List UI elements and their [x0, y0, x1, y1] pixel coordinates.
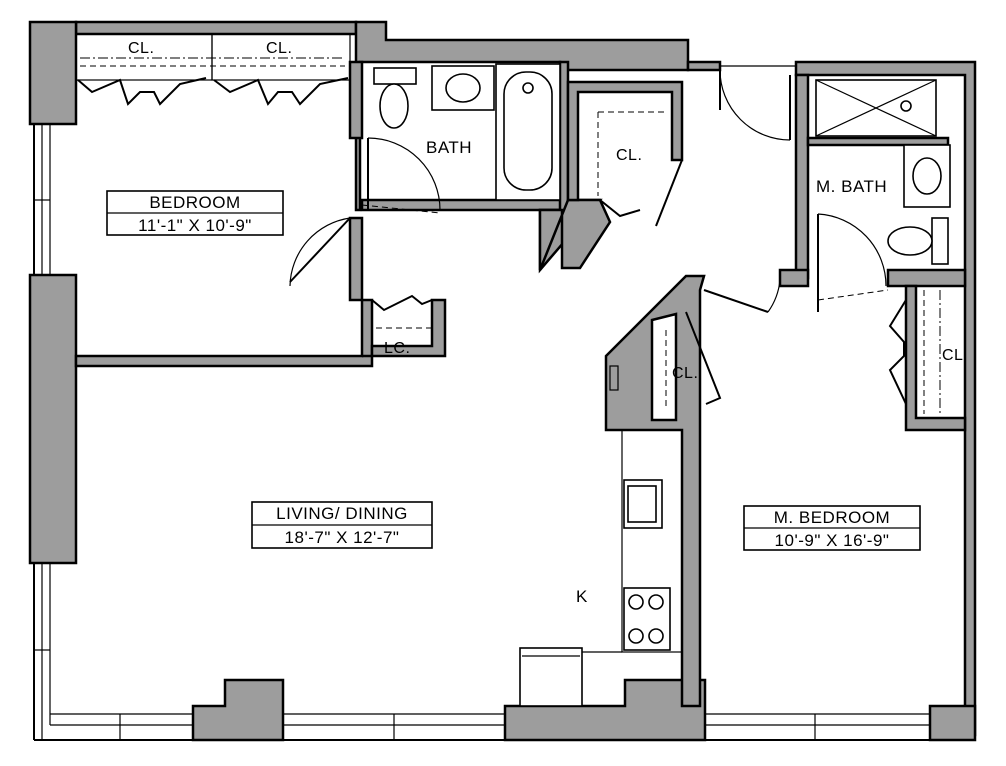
closet-2-outline — [211, 33, 351, 81]
living-label: LIVING/ DINING 18'-7" X 12'-7" — [251, 501, 433, 549]
shower-drain — [900, 100, 912, 112]
hall-closet-bifold — [599, 199, 641, 218]
bedroom-label: BEDROOM 11'-1" X 10'-9" — [106, 190, 284, 236]
master-door-swing — [767, 279, 781, 313]
living-name: LIVING/ DINING — [276, 504, 408, 523]
master-sink-basin — [912, 157, 942, 195]
master-bedroom-name: M. BEDROOM — [774, 508, 890, 527]
linen-bifold — [371, 294, 433, 312]
refrigerator — [519, 647, 583, 707]
bath-label: BATH — [426, 138, 472, 157]
tub-drain — [522, 82, 534, 94]
master-bath-label: M. BATH — [816, 177, 887, 196]
closet-1-bifold — [77, 77, 207, 106]
kitchen: K — [519, 429, 683, 707]
master-closet-bifold — [888, 299, 907, 405]
bath-fixtures: BATH — [373, 63, 561, 201]
hall-closet-wall — [566, 80, 684, 202]
linen-closet-label: LC. — [384, 340, 410, 357]
west-pier — [28, 273, 78, 565]
burner-2 — [648, 594, 664, 610]
windows — [33, 124, 930, 741]
se-column — [928, 704, 977, 742]
master-door-leaf — [703, 289, 769, 313]
hall-closet-door-leaf — [655, 159, 683, 227]
master-bath-door-swing — [817, 213, 887, 287]
master-toilet-tank — [931, 217, 949, 265]
closet-1-label: CL. — [128, 40, 154, 57]
living-size: 18'-7" X 12'-7" — [285, 528, 400, 547]
doors — [289, 65, 941, 414]
chase-triangle — [538, 198, 612, 271]
living-closet-label: CL. — [672, 365, 698, 382]
burner-3 — [628, 628, 644, 644]
bath-west-wall — [348, 60, 364, 140]
closet-2-bifold — [213, 77, 349, 106]
bedroom-door-leaf — [289, 217, 351, 283]
master-toilet-bowl — [887, 226, 933, 256]
toilet-tank — [373, 67, 417, 85]
ne-wall-gap — [686, 60, 722, 72]
bedroom-south-wall — [74, 298, 374, 368]
master-closet-label: CL — [942, 347, 963, 364]
bathtub-basin — [503, 71, 553, 191]
closet-2-label: CL. — [266, 40, 292, 57]
master-bath-south-wall — [886, 268, 967, 288]
master-bath-fixtures: M. BATH — [815, 79, 951, 265]
hall-closet-label: CL. — [616, 147, 642, 164]
master-bedroom-size: 10'-9" X 16'-9" — [775, 531, 890, 550]
kitchen-counter — [621, 429, 683, 653]
kitchen-label: K — [576, 587, 588, 606]
burner-4 — [648, 628, 664, 644]
bedroom-east-wall-low — [348, 216, 364, 302]
living-closet-fill — [650, 312, 678, 422]
master-bath-stub — [778, 268, 810, 288]
entry-door-swing — [719, 69, 791, 141]
kitchen-sink-basin — [627, 485, 657, 523]
south-column-left — [191, 678, 285, 742]
toilet-bowl — [379, 83, 409, 129]
master-bedroom-label: M. BEDROOM 10'-9" X 16'-9" — [743, 505, 921, 551]
bedroom-door-swing — [289, 217, 351, 287]
bedroom-name: BEDROOM — [149, 193, 240, 212]
bedroom-size: 11'-1" X 10'-9" — [138, 216, 252, 235]
master-closet-wall — [904, 284, 967, 432]
living-closet-door — [685, 311, 722, 405]
top-wall-bedroom — [74, 20, 358, 36]
bath-door-swing — [367, 137, 441, 211]
entry-niche — [609, 365, 619, 391]
bedroom-closets: CL. CL. — [75, 33, 351, 106]
burner-1 — [628, 594, 644, 610]
master-bath-west-wall — [794, 73, 810, 280]
shower-south-wall — [806, 136, 950, 147]
linen-closet-wall — [362, 298, 447, 358]
south-column-mid — [503, 678, 707, 742]
bath-sink-basin — [445, 73, 481, 103]
nw-column — [28, 20, 78, 126]
